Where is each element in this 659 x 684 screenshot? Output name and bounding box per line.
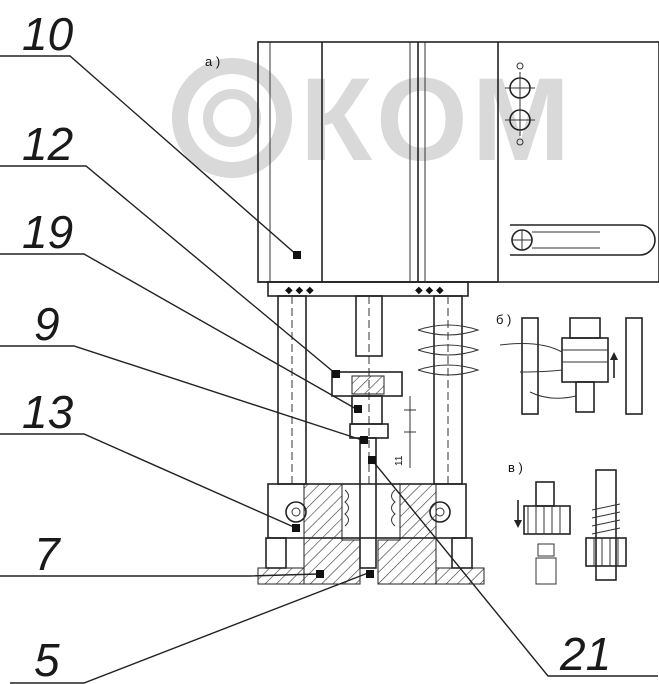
callout-9: 9 [34, 298, 60, 350]
callout-7: 7 [34, 528, 61, 580]
callout-19: 19 [22, 206, 73, 258]
callout-labels: 10 12 19 9 13 7 5 21 [22, 8, 611, 684]
flange-plate: ◆ ◆ ◆ ◆ ◆ ◆ [267, 281, 469, 297]
subfigure-b-label: б ) [496, 312, 511, 327]
subfigure-v-label: в ) [508, 460, 523, 475]
dimension-label: 11 [394, 455, 405, 466]
subfigure-a-label: а ) [205, 54, 220, 69]
crosshair-marks [505, 62, 535, 146]
subfigure-b: б ) [496, 312, 643, 415]
svg-text:◆ ◆ ◆: ◆ ◆ ◆ [415, 285, 444, 296]
callout-21: 21 [559, 628, 611, 680]
leader-lines [0, 55, 658, 684]
die-block [257, 483, 485, 585]
callout-12: 12 [22, 118, 73, 170]
subfigure-v: в ) [508, 460, 627, 585]
callout-markers [292, 251, 376, 578]
callout-13: 13 [22, 386, 74, 438]
svg-text:◆ ◆ ◆: ◆ ◆ ◆ [285, 285, 314, 296]
callout-10: 10 [22, 8, 74, 60]
guide-columns [277, 295, 480, 485]
slot-feature [510, 224, 656, 256]
callout-5: 5 [34, 634, 60, 684]
